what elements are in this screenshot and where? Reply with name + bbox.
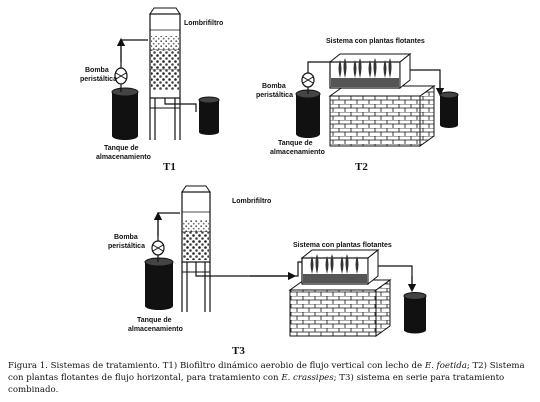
t3-pump-label-1: Bomba <box>114 234 138 241</box>
figure-caption: Figura 1. Sistemas de tratamiento. T1) B… <box>8 360 534 396</box>
t3-lombrifiltro-column <box>181 185 211 312</box>
t3-connect-pipe <box>195 261 302 277</box>
t3-pump-label-2: peristáltica <box>108 243 145 250</box>
t3-feed-pipe <box>157 212 180 262</box>
t1-reactor-label: Lombrifiltro <box>184 20 223 27</box>
t2-diagram: Sistema con plantas flotantes Bomba peri… <box>256 38 459 173</box>
t2-plants <box>338 58 392 78</box>
t3-diagram: Lombrifiltro Sistema con plantas flotant… <box>108 185 427 357</box>
t2-pump-label-2: peristáltica <box>256 92 293 99</box>
t2-storage-tank <box>295 89 321 138</box>
caption-species-1: E. foetida <box>424 361 467 371</box>
t3-plants <box>310 254 359 274</box>
t2-tank-label-1: Tanque de <box>278 140 313 147</box>
t3-peristaltic-pump <box>151 240 165 256</box>
t2-peristaltic-pump <box>301 72 315 88</box>
t2-tank-label-2: almacenamiento <box>270 149 325 156</box>
t1-pump-label-1: Bomba <box>85 67 109 74</box>
t3-label: T3 <box>232 345 245 357</box>
t2-system-label: Sistema con plantas flotantes <box>326 38 425 45</box>
t2-floating-plant-tank <box>328 52 412 90</box>
t1-storage-tank <box>111 87 139 140</box>
t2-feed-pipe <box>307 61 330 94</box>
t1-diagram: Lombrifiltro Bomba peristáltica Tanque d… <box>80 7 223 173</box>
t3-reactor-label: Lombrifiltro <box>232 198 271 205</box>
t2-effluent-tank <box>439 91 459 128</box>
t1-label: T1 <box>163 161 176 173</box>
t3-tank-label-1: Tanque de <box>137 317 172 324</box>
t2-pump-label-1: Bomba <box>262 83 286 90</box>
t3-brick-base <box>288 279 392 337</box>
t3-floating-plant-tank <box>300 248 380 286</box>
t1-feed-pipe <box>120 39 148 92</box>
t1-pump-label-2: peristáltica <box>80 76 117 83</box>
caption-part-2: ; T2) Sistema con plantas flotantes de f… <box>8 361 525 383</box>
t2-brick-base <box>328 85 436 147</box>
t1-tank-label-2: almacenamiento <box>96 154 151 161</box>
t3-tank-label-2: almacenamiento <box>128 326 183 333</box>
caption-part-1: Figura 1. Sistemas de tratamiento. T1) B… <box>8 361 425 371</box>
t1-lombrifiltro-column <box>149 7 197 140</box>
t3-storage-tank <box>144 257 174 310</box>
caption-species-2: E. crassipes <box>281 373 334 383</box>
caption-part-3: ; T3) sistema en serie para tratamiento … <box>8 373 505 395</box>
t2-label: T2 <box>355 161 368 173</box>
t3-system-label: Sistema con plantas flotantes <box>293 242 392 249</box>
t1-tank-label-1: Tanque de <box>104 145 139 152</box>
t1-effluent-tank <box>198 96 220 135</box>
t3-effluent-tank <box>403 292 427 334</box>
